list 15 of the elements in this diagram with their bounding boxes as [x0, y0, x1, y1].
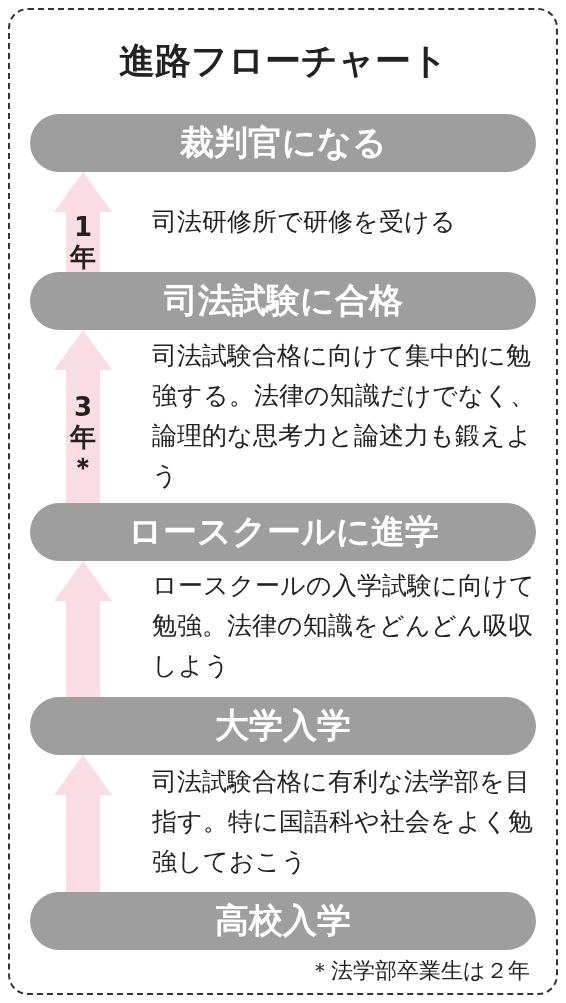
arrow — [54, 330, 112, 503]
arrow — [54, 561, 112, 697]
stage-bar: 大学入学 — [30, 697, 536, 755]
description-text: 司法試験合格に有利な法学部を目指す。特に国語科や社会をよく勉強しておこう — [152, 766, 534, 878]
stage-bar: 高校入学 — [30, 892, 536, 950]
stage-bar: 司法試験に合格 — [30, 272, 536, 330]
arrow — [54, 755, 112, 892]
description-text: ロースクールの入学試験に向けて勉強。法律の知識をどんどん吸収しよう — [152, 570, 536, 682]
stage-bar: ロースクールに進学 — [30, 503, 536, 561]
stage-bar: 裁判官になる — [30, 114, 536, 172]
description-text: 司法研修所で研修を受ける — [152, 206, 457, 238]
description-text: 司法試験合格に向けて集中的に勉強する。法律の知識だけでなく、論理的な思考力と論述力も鍛えよう — [152, 340, 536, 492]
footnote: ＊法学部卒業生は２年 — [309, 957, 530, 985]
title: 進路フローチャート — [117, 39, 449, 83]
arrow — [54, 172, 112, 272]
